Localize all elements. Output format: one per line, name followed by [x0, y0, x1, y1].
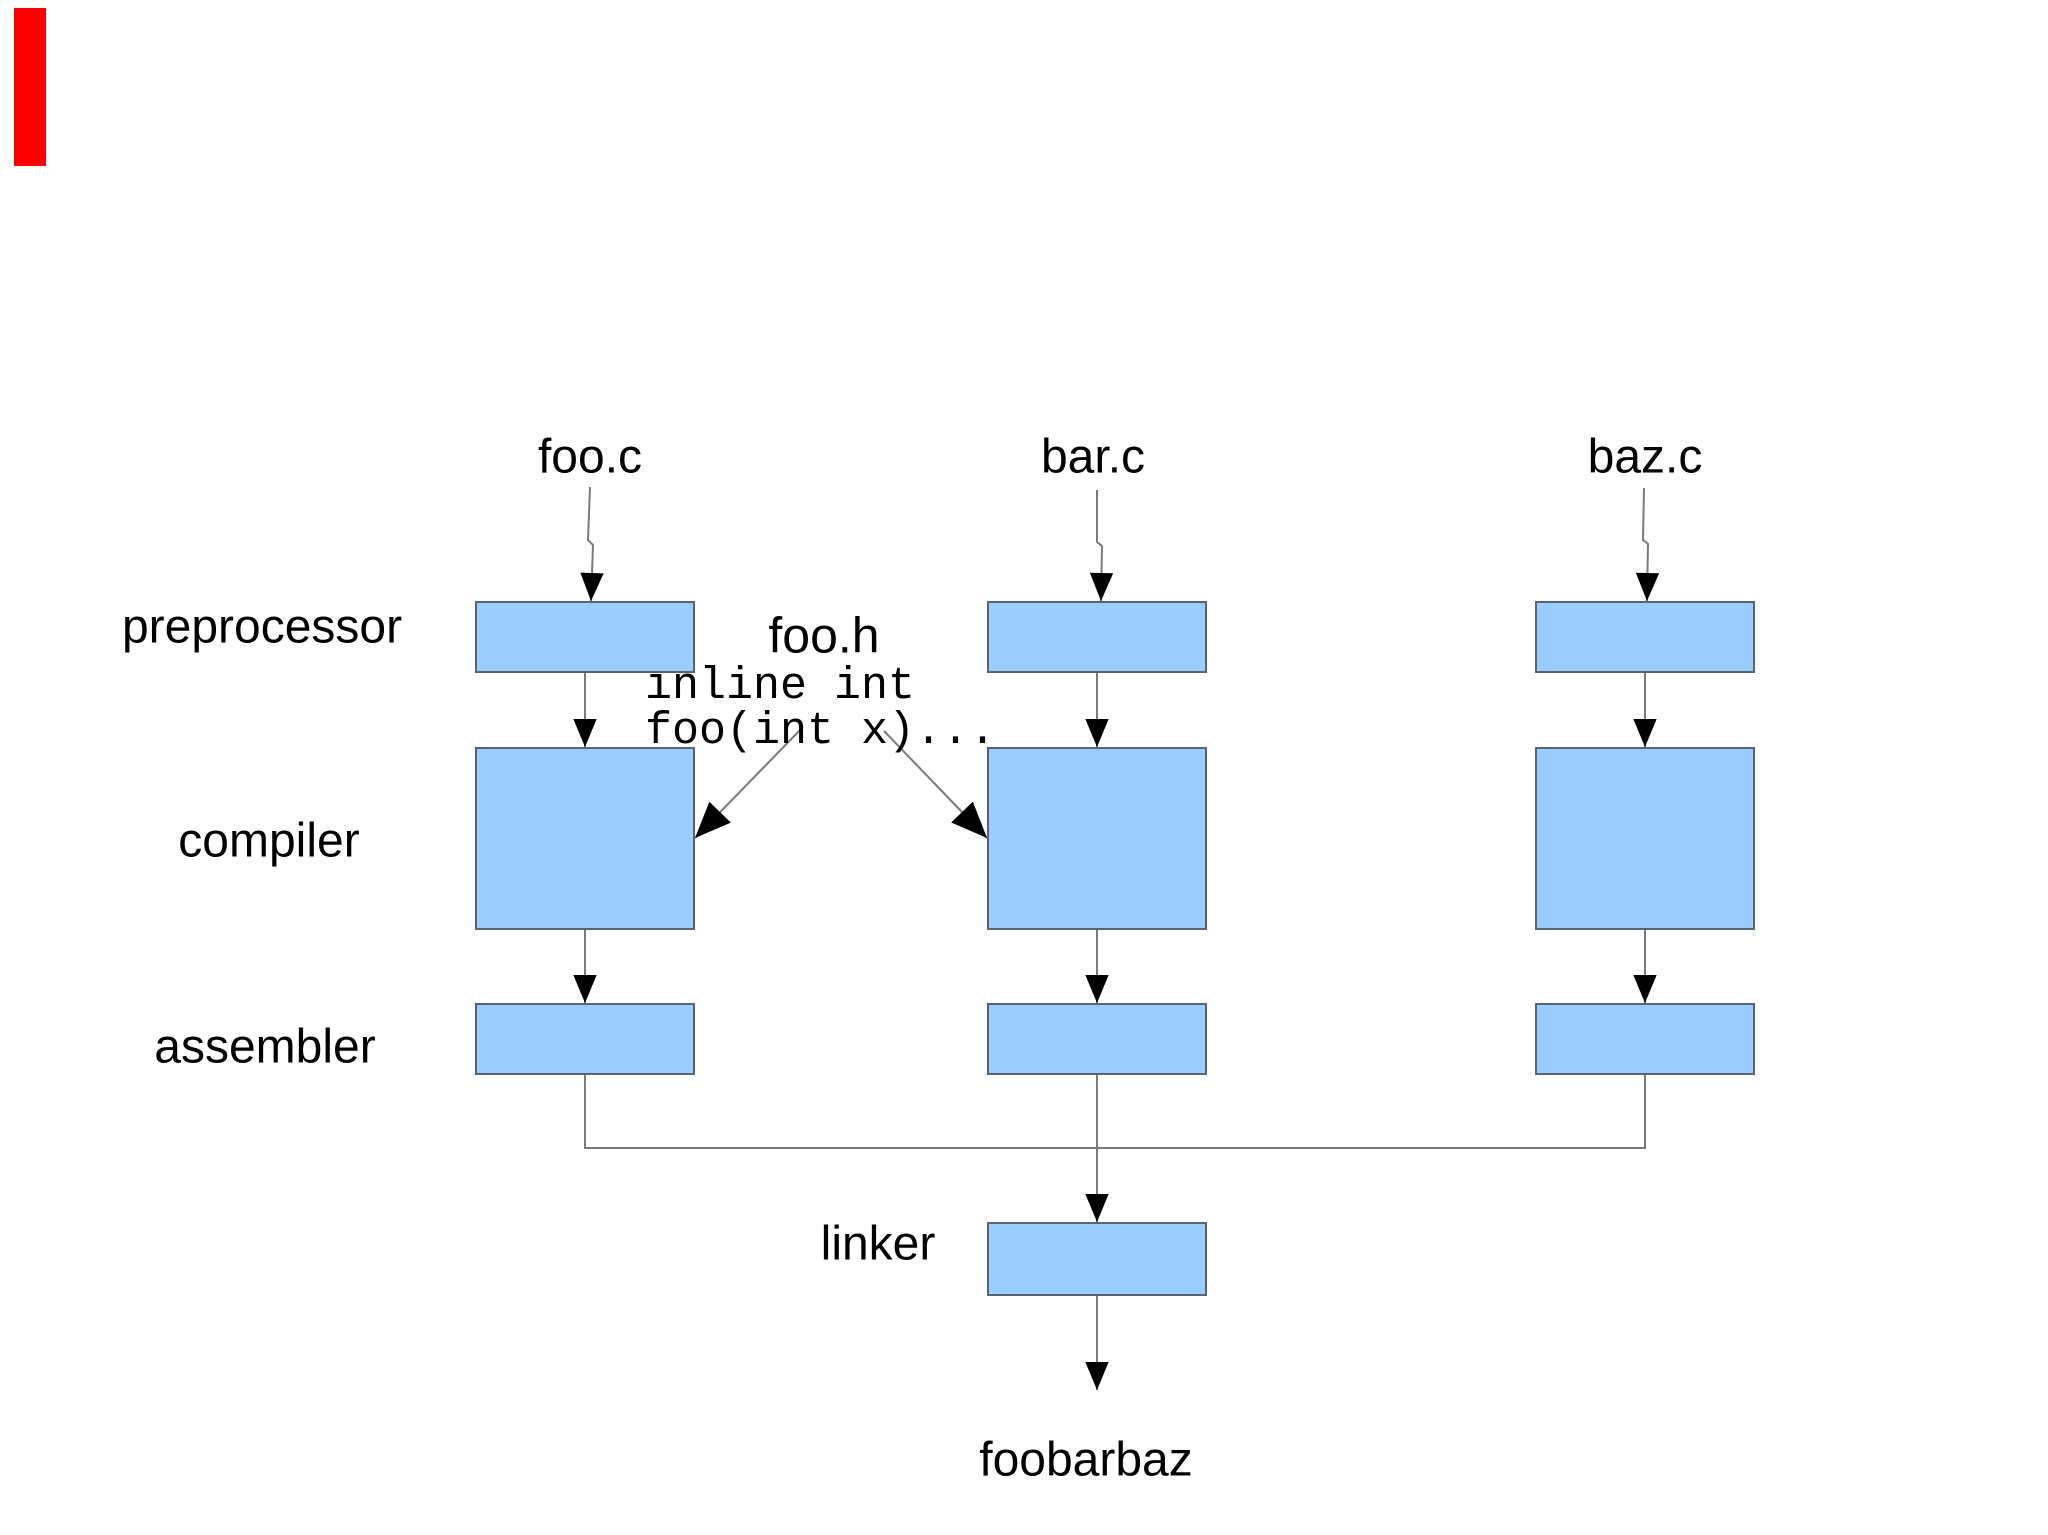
- compiler-box-foo: [475, 747, 695, 930]
- stage-label-linker: linker: [820, 1217, 936, 1271]
- source-label-barc: bar.c: [1040, 430, 1146, 484]
- output-label-foobarbaz: foobarbaz: [979, 1433, 1193, 1487]
- stage-label-compiler: compiler: [178, 814, 360, 868]
- fooh-code-line1: inline int: [645, 661, 916, 712]
- arrow-bazc-to-preprocessor: [1635, 487, 1660, 602]
- fooh-inline-code: inline int foo(int x)...: [645, 664, 996, 754]
- compiler-box-baz: [1535, 747, 1755, 930]
- header-file-label-fooh: foo.h: [768, 607, 880, 664]
- arrow-fooh-to-compiler-2: [883, 730, 988, 839]
- linker-box: [987, 1222, 1207, 1296]
- assembler-box-foo: [475, 1003, 695, 1075]
- stage-label-assembler: assembler: [154, 1020, 376, 1074]
- preprocessor-box-foo: [475, 601, 695, 673]
- fooh-code-line2: foo(int x)...: [645, 706, 997, 757]
- stage-label-preprocessor: preprocessor: [121, 600, 403, 654]
- preprocessor-box-baz: [1535, 601, 1755, 673]
- source-label-bazc: baz.c: [1587, 430, 1703, 484]
- bus-assembler-outputs: [584, 1075, 1646, 1149]
- preprocessor-box-bar: [987, 601, 1207, 673]
- assembler-box-baz: [1535, 1003, 1755, 1075]
- arrow-fooc-to-preprocessor: [580, 486, 604, 602]
- arrow-fooh-to-compiler-1: [694, 726, 804, 839]
- source-label-fooc: foo.c: [537, 430, 643, 484]
- arrow-barc-to-preprocessor: [1089, 490, 1114, 602]
- compiler-box-bar: [987, 747, 1207, 930]
- assembler-box-bar: [987, 1003, 1207, 1075]
- red-marker-bar: [14, 8, 46, 166]
